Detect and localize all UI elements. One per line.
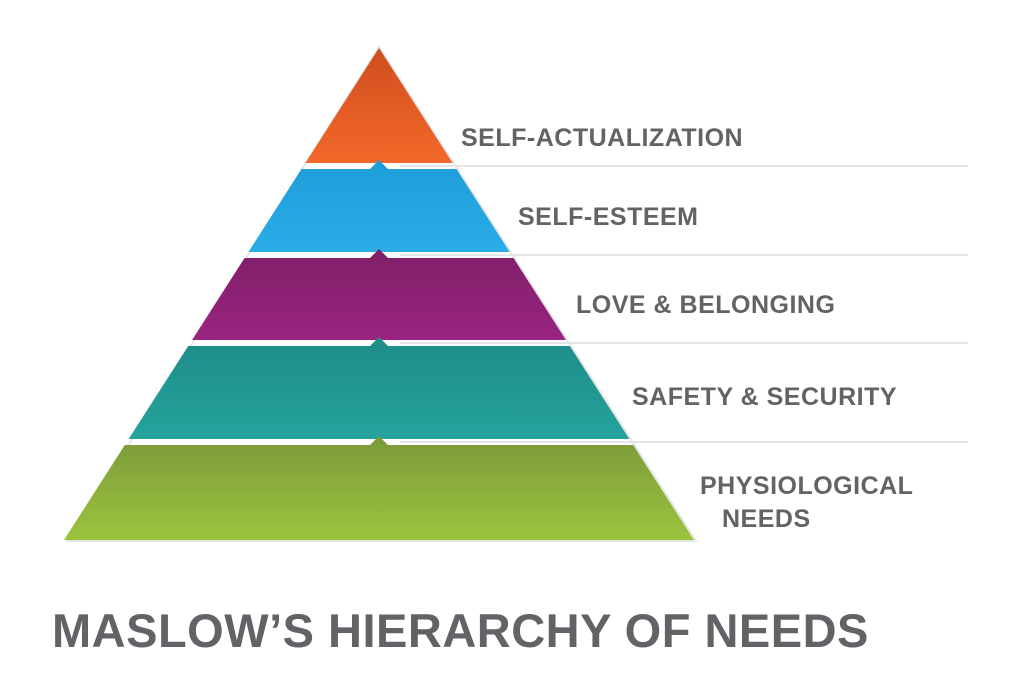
pyramid [64,45,698,542]
tier-self-actualization [305,48,453,163]
tier-physiological-needs [64,436,694,540]
label-safety-security: SAFETY & SECURITY [632,383,897,411]
leader-lines [400,165,968,443]
label-love-belonging: LOVE & BELONGING [576,291,835,319]
label-physiological: PHYSIOLOGICAL [700,472,913,500]
tier-self-esteem [248,160,510,252]
diagram-title: MASLOW’S HIERARCHY OF NEEDS [52,604,869,657]
label-needs: NEEDS [722,505,811,533]
level-labels: SELF-ACTUALIZATION SELF-ESTEEM LOVE & BE… [461,124,913,533]
label-self-esteem: SELF-ESTEEM [518,203,699,231]
tier-safety-security [128,337,630,439]
tier-love-belonging [192,249,566,340]
label-self-actualization: SELF-ACTUALIZATION [461,124,743,152]
